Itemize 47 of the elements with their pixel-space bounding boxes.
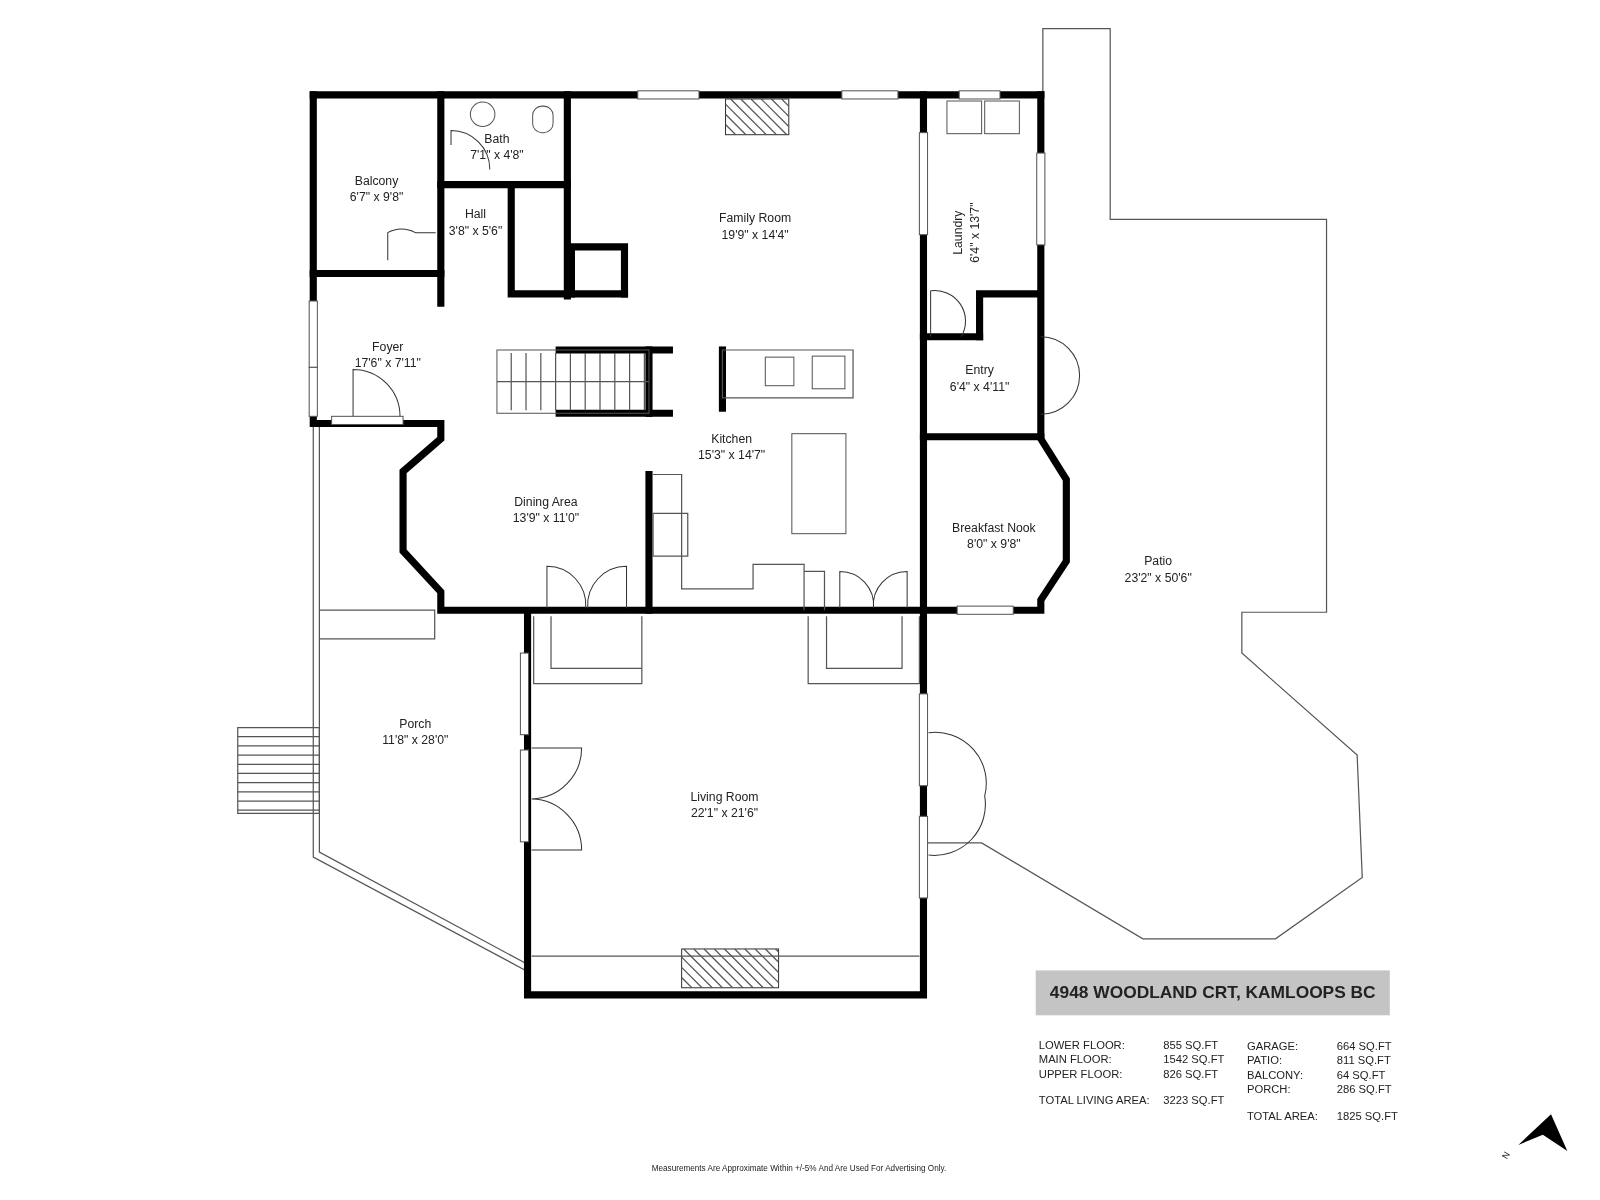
room-dimensions: 7'1" x 4'8" [470, 146, 524, 164]
room-name: Kitchen [710, 430, 754, 447]
area-label: BALCONY: [1246, 1068, 1304, 1082]
room-name: Hall [463, 206, 488, 223]
room-dimensions: 17'6" x 7'11" [354, 355, 421, 372]
area-label: PATIO: [1246, 1054, 1283, 1068]
room-dimensions: 6'4" x 13'7" [966, 202, 983, 263]
area-label: MAIN FLOOR: [1038, 1053, 1112, 1067]
area-value: 1542 SQ.FT [1163, 1053, 1225, 1067]
room-name: Dining Area [513, 493, 579, 511]
area-value: 286 SQ.FT [1336, 1082, 1392, 1096]
room-name: Family Room [719, 210, 792, 227]
room-dimensions: 22'1" x 21'6" [690, 805, 759, 822]
area-label: PORCH: [1246, 1082, 1291, 1096]
area-value: 64 SQ.FT [1336, 1068, 1386, 1082]
area-value: 1825 SQ.FT [1336, 1110, 1398, 1124]
north-label: N [1499, 1149, 1513, 1162]
area-label: LOWER FLOOR: [1038, 1038, 1125, 1053]
room-dimensions: 8'0" x 9'8" [966, 535, 1022, 553]
area-value: 811 SQ.FT [1336, 1054, 1391, 1068]
room-name: Entry [964, 362, 995, 379]
room-dimensions: 19'9" x 14'4" [720, 226, 790, 243]
room-name: Living Room [690, 788, 759, 806]
room-dimensions: 13'9" x 11'0" [512, 510, 580, 527]
area-label: UPPER FLOOR: [1038, 1067, 1123, 1081]
room-name: Breakfast Nook [952, 519, 1036, 536]
area-value: 855 SQ.FT [1163, 1038, 1219, 1053]
area-value: 3223 SQ.FT [1163, 1093, 1225, 1108]
room-name: Porch [398, 715, 433, 732]
room-name: Foyer [371, 338, 405, 356]
area-value: 664 SQ.FT [1336, 1039, 1392, 1054]
disclaimer-note: Measurements Are Approximate Within +/-5% And Are Used For Advertising Only. [651, 1163, 947, 1176]
room-name: Patio [1143, 553, 1174, 570]
room-dimensions: 23'2" x 50'6" [1124, 569, 1192, 586]
area-label: TOTAL LIVING AREA: [1038, 1093, 1150, 1108]
room-name: Laundry [950, 209, 967, 257]
room-name: Balcony [353, 172, 400, 189]
address-banner: 4948 WOODLAND CRT, KAMLOOPS BC [1035, 970, 1390, 1016]
area-label: GARAGE: [1246, 1039, 1299, 1054]
area-value: 826 SQ.FT [1163, 1067, 1219, 1081]
room-dimensions: 15'3" x 14'7" [698, 446, 766, 464]
room-dimensions: 6'4" x 4'11" [949, 378, 1010, 395]
area-label: TOTAL AREA: [1246, 1110, 1318, 1124]
room-name: Bath [483, 130, 511, 147]
room-dimensions: 6'7" x 9'8" [349, 188, 404, 206]
room-dimensions: 3'8" x 5'6" [448, 222, 503, 239]
room-dimensions: 11'8" x 28'0" [382, 731, 449, 748]
